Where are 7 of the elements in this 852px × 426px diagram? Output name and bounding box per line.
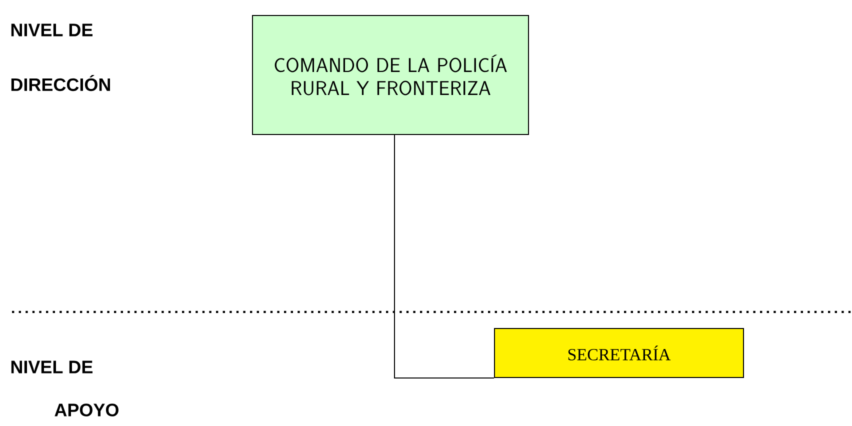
- office-box: SECRETARÍA: [494, 328, 744, 378]
- connector-line: [394, 134, 494, 378]
- level-label: APOYO: [54, 404, 118, 416]
- level-label: DIRECCIÓN: [11, 74, 110, 92]
- command-box: COMANDO DE LA POLICÍA RURAL Y FRONTERIZA: [252, 15, 529, 135]
- level-label: NIVEL DE: [11, 360, 92, 374]
- level-label: NIVEL DE: [11, 24, 92, 36]
